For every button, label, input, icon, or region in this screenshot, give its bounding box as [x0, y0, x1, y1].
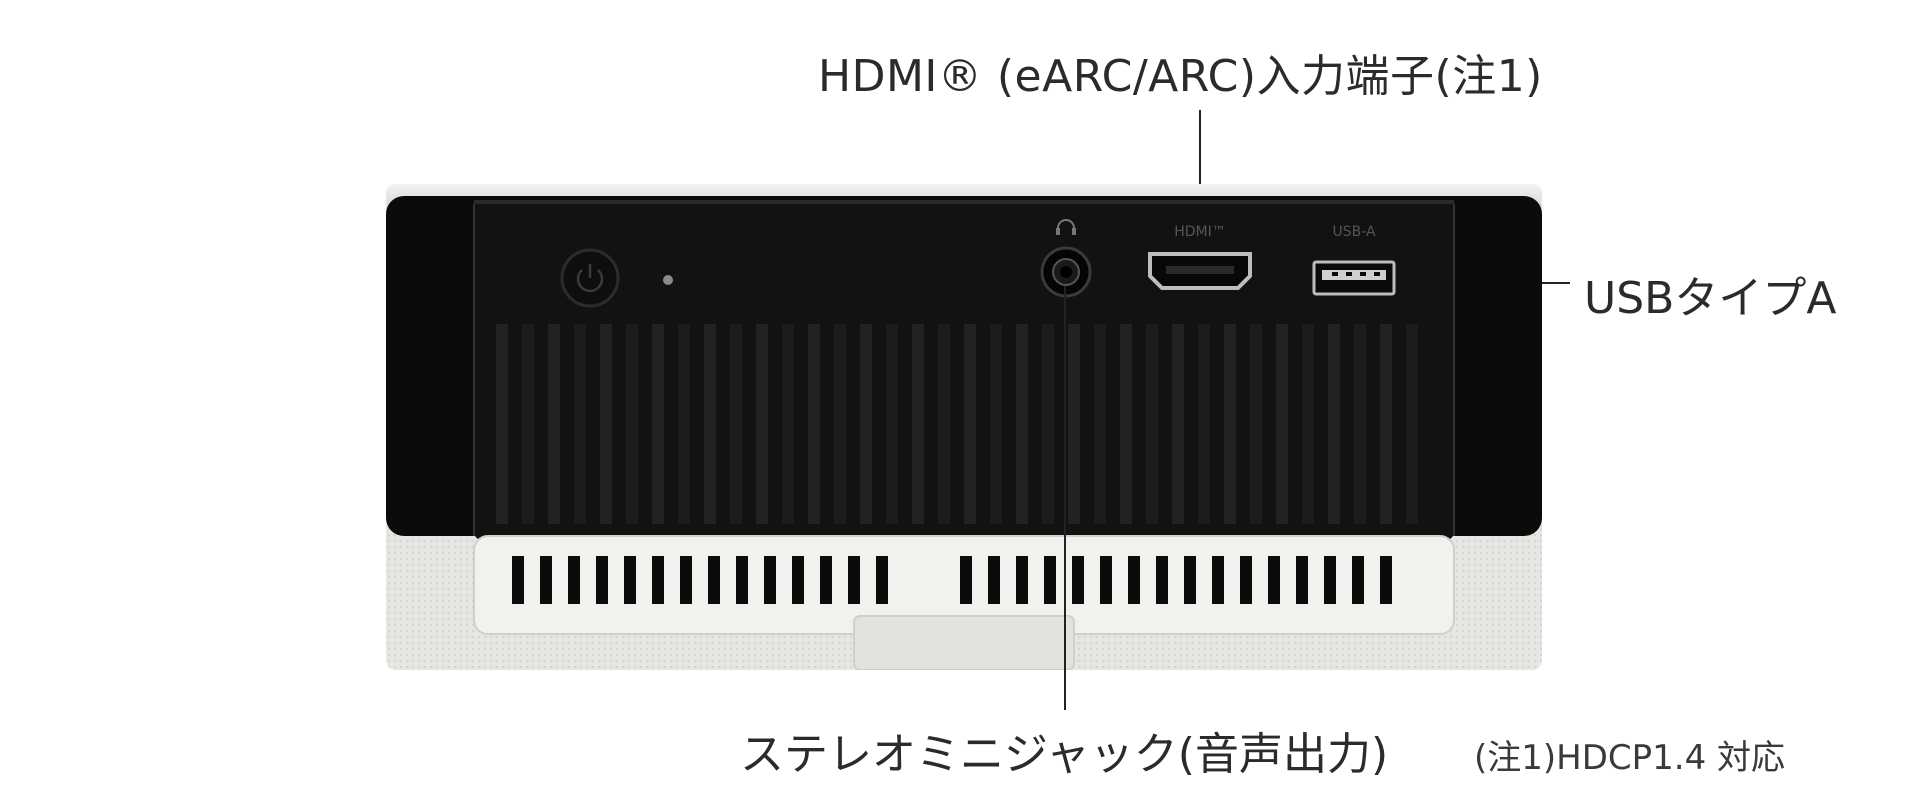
power-button [560, 248, 620, 308]
hdmi-port-text: HDMI™ [1174, 224, 1226, 240]
usb-port-text: USB-A [1332, 224, 1375, 240]
footnote: (注1)HDCP1.4 対応 [1474, 738, 1786, 778]
audio-jack-label: ステレオミニジャック(音声出力) [740, 729, 1389, 780]
headphone-icon [1056, 219, 1076, 235]
usb-port-label: USBタイプA [1584, 273, 1837, 324]
hdmi-port [1148, 252, 1252, 290]
audio-leader-line [1064, 286, 1066, 710]
audio-jack [1040, 246, 1092, 298]
usb-port [1312, 260, 1396, 296]
hdmi-port-label: HDMI® (eARC/ARC)入力端子(注1) [818, 51, 1543, 102]
status-led [663, 275, 673, 285]
projector-rear-panel: HDMI™ USB-A [386, 184, 1542, 670]
upper-vent-grille [496, 324, 1418, 524]
lower-vent-grille [512, 556, 1392, 604]
